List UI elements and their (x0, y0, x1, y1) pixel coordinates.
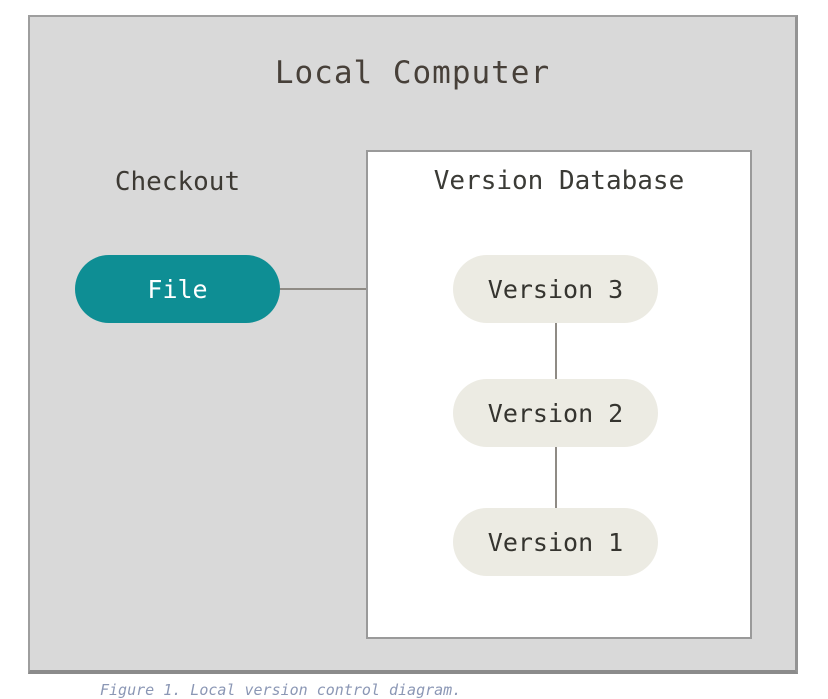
checkout-label: Checkout (114, 167, 241, 197)
version3-to-version2-connector (555, 323, 557, 379)
version-database-box: Version Database Version 3 Version 2 Ver… (366, 150, 752, 639)
file-node: File (75, 255, 280, 323)
version-3-node: Version 3 (453, 255, 658, 323)
version-1-node: Version 1 (453, 508, 658, 576)
version-2-node: Version 2 (453, 379, 658, 447)
version2-to-version1-connector (555, 447, 557, 508)
file-to-version3-connector (280, 288, 368, 290)
local-computer-box: Local Computer Checkout File Version Dat… (28, 15, 798, 674)
figure-caption: Figure 1. Local version control diagram. (100, 681, 462, 699)
version-database-label: Version Database (433, 166, 685, 196)
local-computer-title: Local Computer (274, 55, 551, 91)
